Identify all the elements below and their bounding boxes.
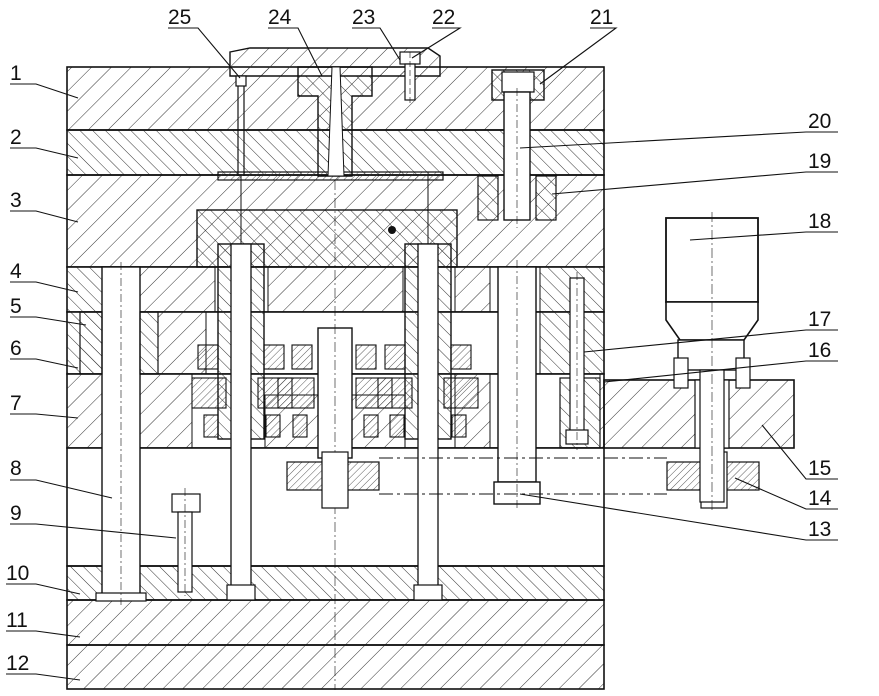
callout-6: 6	[10, 337, 79, 369]
callout-19: 19	[551, 150, 838, 195]
callout-label: 12	[6, 652, 29, 675]
callout-label: 10	[6, 562, 29, 585]
pull-rod-25	[235, 75, 247, 176]
guide-pillar-8	[95, 262, 147, 605]
callout-2: 2	[10, 126, 79, 159]
callout-label: 13	[808, 518, 831, 541]
callout-4: 4	[10, 260, 79, 293]
rod-13	[493, 260, 541, 510]
callout-label: 14	[808, 487, 832, 510]
callout-label: 6	[10, 337, 22, 360]
plate-10	[66, 565, 605, 601]
callout-22: 22	[411, 6, 462, 59]
bolt-20	[503, 88, 531, 228]
bolt-17	[559, 272, 601, 450]
callout-23: 23	[352, 6, 401, 61]
callout-20: 20	[519, 110, 838, 149]
callout-label: 17	[808, 308, 831, 331]
core-pin-right	[404, 176, 452, 601]
callout-label: 24	[268, 6, 292, 29]
callout-label: 25	[168, 6, 191, 29]
callout-label: 16	[808, 339, 831, 362]
callout-8: 8	[10, 457, 113, 499]
callout-label: 2	[10, 126, 22, 149]
callout-13: 13	[519, 493, 838, 541]
callout-label: 3	[10, 189, 22, 212]
callout-label: 7	[10, 392, 22, 415]
screw-9	[171, 488, 201, 596]
screw-22	[399, 51, 421, 104]
callout-label: 18	[808, 210, 831, 233]
callout-17: 17	[583, 308, 838, 353]
callout-12: 12	[6, 652, 81, 681]
callout-label: 8	[10, 457, 22, 480]
sprue-bush	[297, 66, 373, 177]
callout-14: 14	[734, 477, 838, 510]
callout-label: 21	[590, 6, 613, 29]
callout-label: 23	[352, 6, 375, 29]
callout-label: 11	[6, 609, 28, 632]
callout-9: 9	[10, 502, 177, 539]
callout-10: 10	[6, 562, 81, 595]
plate-11	[66, 599, 605, 646]
callout-3: 3	[10, 189, 79, 223]
callout-24: 24	[268, 6, 323, 77]
gear-train	[191, 344, 479, 438]
callout-21: 21	[539, 6, 618, 85]
callout-label: 20	[808, 110, 831, 133]
callout-label: 19	[808, 150, 831, 173]
motor-18	[665, 212, 759, 512]
callout-5: 5	[10, 295, 87, 326]
callout-label: 22	[432, 6, 455, 29]
callout-label: 15	[808, 457, 831, 480]
callout-label: 4	[10, 260, 22, 283]
nut-19	[477, 175, 557, 221]
bushing-5	[79, 311, 159, 375]
callout-18: 18	[689, 210, 838, 241]
callout-label: 1	[10, 62, 22, 85]
plate-12	[66, 644, 605, 690]
central-shaft	[317, 180, 353, 690]
callout-16: 16	[603, 339, 838, 383]
block-15	[603, 379, 795, 449]
callout-25: 25	[168, 6, 241, 79]
callout-label: 9	[10, 502, 22, 525]
plate-4	[66, 266, 605, 313]
callout-1: 1	[10, 62, 79, 99]
callout-11: 11	[6, 609, 81, 638]
callout-15: 15	[761, 424, 838, 480]
callout-7: 7	[10, 392, 79, 419]
callout-label: 5	[10, 295, 22, 318]
